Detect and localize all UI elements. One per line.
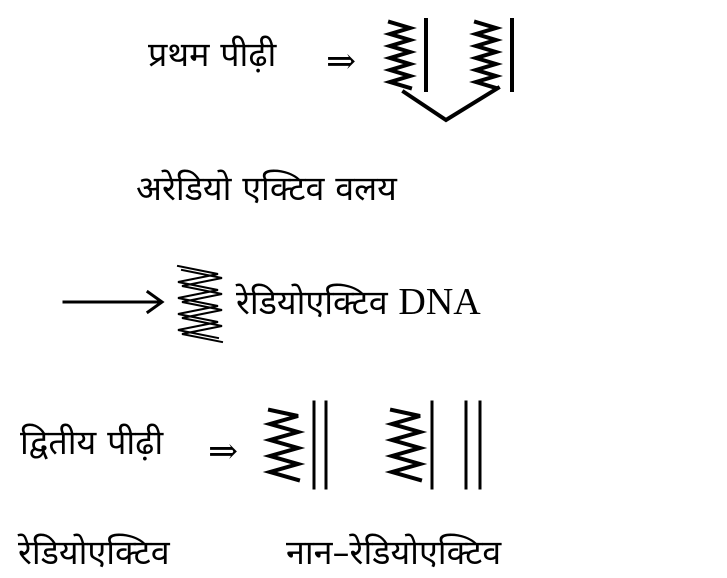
dna-text: DNA xyxy=(398,281,481,323)
second-gen-helix-right xyxy=(384,407,428,483)
first-gen-helix-left xyxy=(383,19,417,91)
second-generation-label: द्वितीय पीढ़ी xyxy=(20,423,164,463)
first-gen-helix-right xyxy=(469,19,503,91)
implies-arrow-1: ⇒ xyxy=(326,41,357,82)
non-radioactive-ring-label: अरेडियो एक्टिव वलय xyxy=(136,169,397,209)
radioactive-dna-helix-a xyxy=(176,264,220,340)
first-gen-join-v xyxy=(401,85,501,123)
radioactive-dna-prefix: रेडियोएक्टिव xyxy=(236,283,388,323)
radioactive-label: रेडियोएक्टिव xyxy=(18,533,170,573)
second-gen-helix-left xyxy=(262,407,306,483)
first-generation-label: प्रथम पीढ़ी xyxy=(148,35,277,75)
non-radioactive-label: नान–रेडियोएक्टिव xyxy=(286,533,502,573)
implies-arrow-2: ⇒ xyxy=(208,431,239,472)
long-arrow-head xyxy=(145,289,165,315)
radioactive-dna-label: रेडियोएक्टिव DNA xyxy=(236,283,481,321)
radioactive-dna-helix-b xyxy=(180,268,224,344)
